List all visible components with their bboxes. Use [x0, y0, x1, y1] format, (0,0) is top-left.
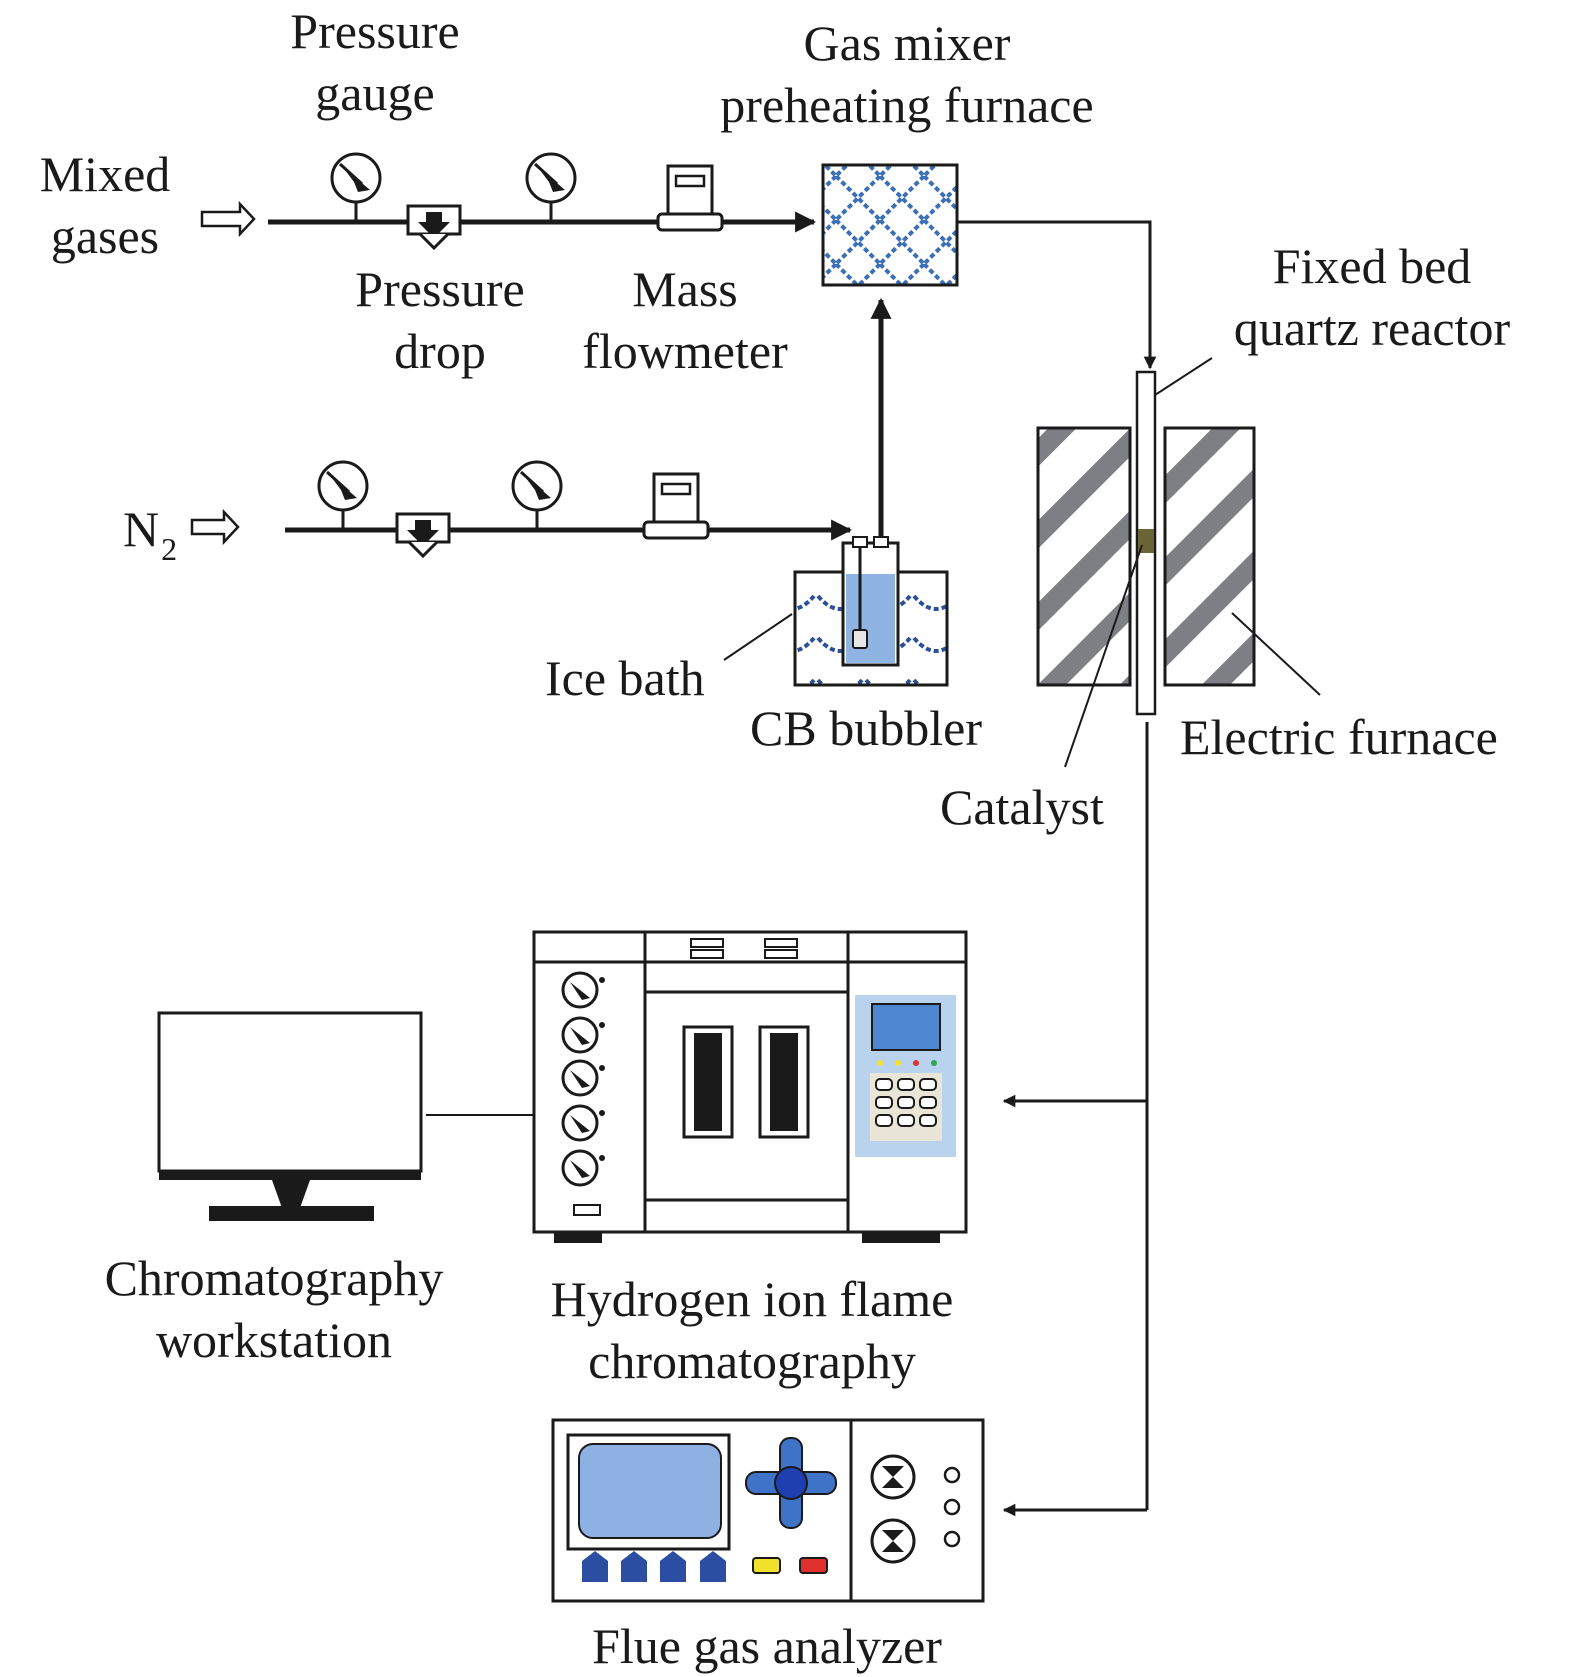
workstation-monitor: [157, 1011, 423, 1173]
fixed-bed-label-line-1: Fixed bed: [1272, 238, 1472, 294]
catalyst-leader: [1064, 544, 1143, 768]
pressure-gauge-2-icon: [525, 152, 577, 222]
pressure-gauge-1-icon: [330, 152, 382, 222]
gas-mixer-preheating-furnace: [821, 163, 959, 287]
fid-label-line-1: Hydrogen ion flame: [550, 1271, 954, 1327]
fixed-bed-reactor-label: Fixed bed quartz reactor: [1234, 235, 1510, 359]
gas-mixer-label-line-1: Gas mixer: [803, 15, 1011, 71]
n2-label: N2: [123, 498, 178, 567]
electric-furnace-leader: [1231, 612, 1321, 696]
hourglass-connector-1-icon: [870, 1454, 916, 1500]
fixed-bed-label-line-2: quartz reactor: [1233, 300, 1511, 356]
dpad-icon: [745, 1437, 837, 1529]
cb-bubbler-liquid: [846, 574, 895, 663]
mass-flowmeter-label: Mass flowmeter: [582, 258, 787, 382]
electric-furnace-label: Electric furnace: [1180, 709, 1498, 765]
fid-control-panel: [855, 995, 956, 1157]
catalyst-label: Catalyst: [940, 779, 1104, 835]
hourglass-connector-2-icon: [870, 1518, 916, 1564]
n2-label-subscript: 2: [161, 531, 178, 567]
fid-chromatograph: [532, 930, 968, 1243]
pressure-gauge-label-line-2: gauge: [315, 65, 435, 121]
mass-flowmeter-2-icon: [642, 472, 710, 540]
workstation-monitor-stand: [272, 1180, 310, 1208]
pressure-gauge-3-icon: [317, 460, 369, 530]
indicator-holes: [943, 1466, 961, 1548]
pressure-drop-valve-1-icon: [406, 204, 462, 250]
mixed-gases-label: Mixed gases: [40, 143, 171, 267]
workstation-monitor-bezel: [159, 1171, 421, 1180]
pressure-drop-valve-2-icon: [395, 512, 451, 558]
chrom-workstation-label-line-2: workstation: [155, 1312, 393, 1368]
red-button: [799, 1557, 828, 1574]
flow-control-knobs: [561, 971, 607, 1216]
pressure-gauge-label-line-1: Pressure: [290, 3, 460, 59]
gas-mixer-label-line-2: preheating furnace: [720, 77, 1094, 133]
pressure-drop-label-line-1: Pressure: [355, 261, 525, 317]
chromatography-workstation-label: Chromatography workstation: [105, 1247, 444, 1371]
fid-chromatography-label: Hydrogen ion flame chromatography: [551, 1268, 954, 1392]
workstation-monitor-base: [209, 1206, 374, 1221]
n2-inlet-arrow: [190, 508, 240, 546]
electric-furnace-right: [1163, 426, 1256, 687]
pressure-drop-label: Pressure drop: [355, 258, 524, 382]
soft-key-tabs: [582, 1551, 726, 1582]
mixed-gases-label-line-1: Mixed: [39, 146, 171, 202]
pressure-gauge-4-icon: [511, 460, 563, 530]
n2-label-main: N: [123, 501, 160, 557]
pressure-drop-label-line-2: drop: [394, 323, 486, 379]
flue-gas-analyzer-label: Flue gas analyzer: [592, 1618, 942, 1674]
cb-bubbler-label: CB bubbler: [750, 700, 982, 756]
yellow-button: [752, 1557, 781, 1574]
mass-flowmeter-label-line-1: Mass: [632, 261, 738, 317]
flue-gas-analyzer: [551, 1418, 985, 1603]
ice-bath-label: Ice bath: [545, 650, 705, 706]
pressure-gauge-label: Pressure gauge: [290, 0, 459, 124]
mixed-gases-label-line-2: gases: [50, 208, 160, 264]
column-oven-windows: [682, 1025, 810, 1139]
chrom-workstation-label-line-1: Chromatography: [104, 1250, 444, 1306]
mass-flowmeter-1-icon: [656, 164, 724, 232]
mixed-gases-inlet-arrow: [200, 200, 256, 238]
fixed-bed-leader: [1154, 357, 1213, 396]
fid-label-line-2: chromatography: [588, 1333, 916, 1389]
injector-ports: [690, 938, 798, 959]
mass-flowmeter-label-line-2: flowmeter: [582, 323, 788, 379]
bubbler-diffuser: [852, 629, 868, 649]
ice-bath-leader: [723, 613, 793, 661]
mixer-to-reactor-pipe: [957, 220, 1157, 370]
gas-mixer-label: Gas mixer preheating furnace: [720, 12, 1093, 136]
electric-furnace-left: [1036, 426, 1132, 687]
